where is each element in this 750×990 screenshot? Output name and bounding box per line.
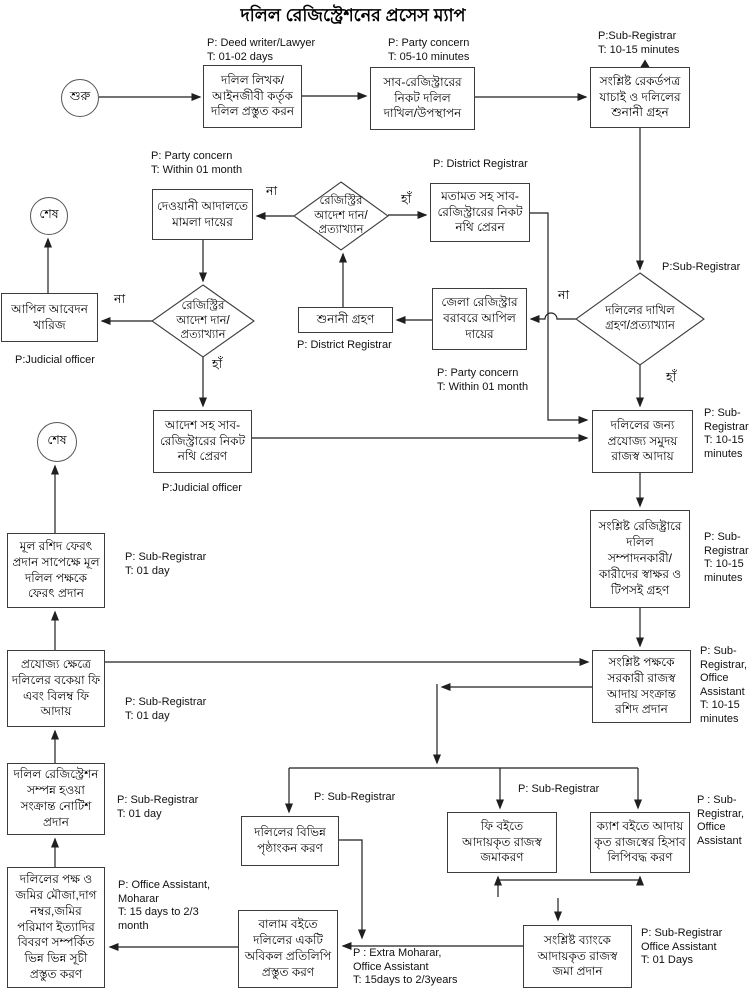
flow-box-hearing: শুনানী গ্রহণ (298, 307, 393, 333)
connector-endorsement-down (339, 839, 366, 940)
annotation-subregistrar-decision: P:Sub-Registrar (662, 261, 741, 273)
flow-box-submit-deed: সাব-রেজিস্ট্রারের নিকট দলিল দাখিল/উপস্থা… (370, 67, 475, 130)
flow-box-prepare-indexes: দলিলের পক্ষ ও জমির মৌজা,দাগ নম্বর,জমির প… (7, 867, 105, 988)
annotation-completion-notice: P: Sub-Registrar T: 01 day (117, 794, 199, 820)
annotation-balam-copy: P : Extra Moharar, Office Assistant T: 1… (353, 947, 458, 986)
annotation-prepare-deed: P: Deed writer/Lawyer T: 01-02 days (207, 37, 316, 63)
flow-box-order-to-subregistrar: আদেশ সহ সাব- রেজিস্ট্রারের নিকট নথি প্রে… (153, 410, 252, 473)
flow-box-due-late-fees: প্রযোজ্য ক্ষেত্রে দলিলের বকেয়া ফি এবং ব… (7, 650, 105, 727)
flow-box-civil-suit: দেওয়ানী আদালতে মামলা দায়ের (152, 189, 253, 240)
annotation-revenue-receipt: P: Sub- Registrar, Office Assistant T: 1… (700, 645, 748, 725)
annotation-endorsements: P: Sub-Registrar (314, 791, 396, 803)
annotation-due-fees: P: Sub-Registrar T: 01 day (125, 696, 207, 722)
connector-decision-no-to-appeal (529, 312, 576, 323)
annotation-return-deed: P: Sub-Registrar T: 01 day (125, 551, 207, 577)
start-terminal: শুরু (61, 79, 99, 117)
end-terminal-main: শেষ (37, 422, 77, 462)
annotation-civil-suit: P: Party concern T: Within 01 month (151, 150, 243, 176)
flow-box-bank-deposit: সংশ্লিষ্ট ব্যাংকে আদায়কৃত রাজস্ব জমা প্… (523, 925, 632, 988)
diamond-registry-order-left (151, 284, 255, 358)
flow-box-collect-revenue: দলিলের জন্য প্রযোজ্য সমুদয় রাজস্ব আদায় (592, 410, 693, 473)
flow-box-opinion-to-subregistrar: মতামত সহ সাব- রেজিস্ট্রারের নিকট নথি প্র… (430, 183, 530, 242)
branch-label-no-3: না (558, 288, 570, 302)
verify-top-arrowhead (640, 59, 650, 67)
flow-box-cash-book: ক্যাশ বইতে আদায় কৃত রাজস্বের হিসাব লিপি… (590, 812, 690, 873)
annotation-judicial-officer-order: P:Judicial officer (162, 482, 242, 494)
annotation-bank-deposit: P: Sub-Registrar Office Assistant T: 01 … (641, 927, 723, 966)
branch-label-yes-3: হাঁ (666, 370, 677, 384)
flow-box-endorsements: দলিলের বিভিন্ন পৃষ্ঠাংকন করণ (241, 816, 339, 866)
annotation-collect-revenue: P: Sub- Registrar T: 10-15 minutes (704, 407, 749, 460)
flow-box-prepare-deed: দলিল লিখক/ আইনজীবী কর্তৃক দলিল প্রস্তুত … (203, 65, 302, 128)
flow-box-completion-notice: দলিল রেজিস্ট্রেশন সম্পন্ন হওয়া সংক্রান্… (7, 763, 105, 835)
annotation-district-registrar-top: P: District Registrar (433, 158, 528, 170)
page-title: দলিল রেজিস্ট্রেশনের প্রসেস ম্যাপ (240, 5, 466, 25)
flow-box-balam-copy: বালাম বইতে দলিলের একটি অবিকল প্রতিলিপি প… (238, 910, 338, 988)
connector-opinion-to-revenue (530, 212, 589, 424)
annotation-indexes: P: Office Assistant, Moharar T: 15 days … (118, 879, 211, 932)
annotation-judicial-officer-appeal: P:Judicial officer (15, 354, 95, 366)
flow-box-appeal-district-registrar: জেলা রেজিস্ট্রার বরাবরে আপিল দায়ের (432, 288, 527, 350)
annotation-signatures: P: Sub- Registrar T: 10-15 minutes (704, 531, 749, 584)
flow-box-fee-book: ফি বইতে আদায়কৃত রাজস্ব জমাকরণ (447, 812, 557, 873)
annotation-verify-records: P:Sub-Registrar T: 10-15 minutes (598, 30, 680, 56)
diamond-registry-order-top (293, 181, 389, 251)
flow-box-return-original-deed: মূল রশিদ ফেরৎ প্রদান সাপেক্ষে মূল দলিল প… (7, 533, 105, 608)
branch-label-no-2: না (114, 292, 126, 306)
branch-label-yes-1: হাঁ (401, 192, 412, 206)
flow-box-appeal-dismissed: আপিল আবেদন খারিজ (1, 293, 98, 342)
annotation-district-registrar-hearing: P: District Registrar (297, 339, 392, 351)
flow-box-signatures-thumbprints: সংশ্লিষ্ট রেজিষ্ট্রারে দলিল সম্পাদনকারী/… (590, 510, 690, 608)
annotation-submit-deed: P: Party concern T: 05-10 minutes (388, 37, 470, 63)
flow-box-revenue-receipt: সংশ্লিষ্ট পক্ষকে সরকারী রাজস্ব আদায় সংক… (592, 650, 691, 723)
diamond-deed-submission (575, 272, 705, 366)
annotation-fee-book: P: Sub-Registrar (518, 783, 600, 795)
annotation-party-appeal: P: Party concern T: Within 01 month (437, 367, 529, 393)
annotation-cash-book: P : Sub- Registrar, Office Assistant (697, 794, 745, 847)
flow-box-verify-records: সংশ্লিষ্ট রেকর্ডপত্র যাচাই ও দলিলের শুনা… (590, 67, 690, 128)
branch-label-no-1: না (266, 184, 278, 198)
branch-label-yes-2: হাঁ (212, 357, 223, 371)
end-terminal-appeal: শেষ (30, 197, 68, 235)
